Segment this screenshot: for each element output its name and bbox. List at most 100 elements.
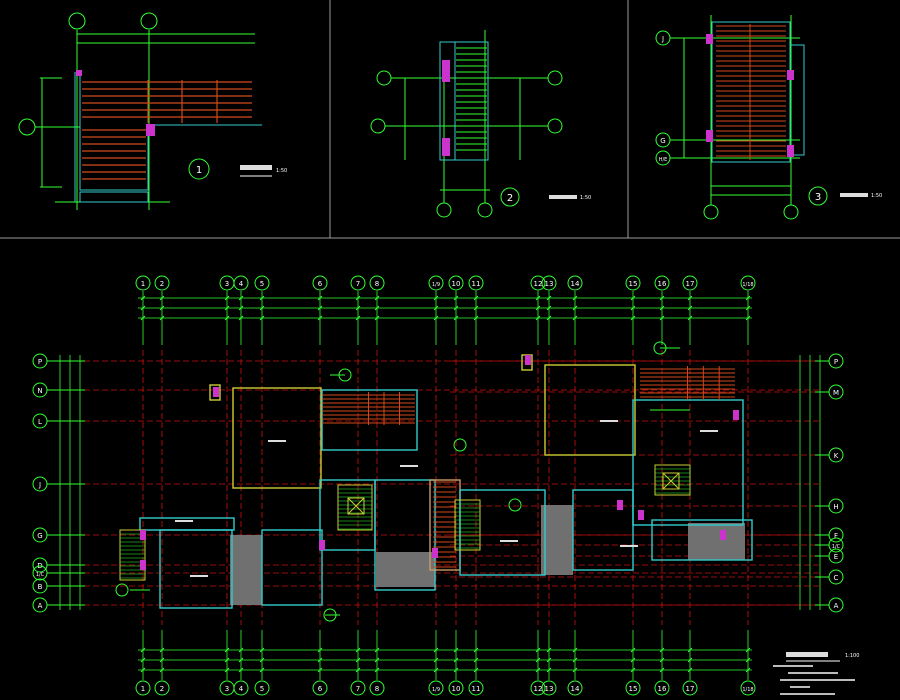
axis-label-column: 12 bbox=[534, 280, 543, 288]
axis-label-column: 4 bbox=[239, 685, 244, 693]
column-marker bbox=[720, 530, 726, 540]
column-marker bbox=[638, 510, 644, 520]
axis-label-row: 1/C bbox=[36, 572, 45, 578]
wall bbox=[209, 384, 221, 401]
stair bbox=[119, 529, 146, 581]
axis-label-row: P bbox=[834, 358, 838, 366]
axis-label-row: N bbox=[37, 387, 42, 395]
axis-label: G bbox=[660, 137, 665, 145]
room-label bbox=[600, 420, 618, 422]
axis-label-column: 7 bbox=[356, 280, 360, 288]
axis-bubble bbox=[530, 680, 546, 696]
detail-number: 3 bbox=[815, 192, 821, 203]
detail-scale: 1:50 bbox=[871, 193, 882, 199]
axis-bubble bbox=[312, 275, 328, 291]
column-marker bbox=[213, 387, 219, 397]
column-marker bbox=[140, 560, 146, 570]
axis-label-column: 17 bbox=[686, 280, 695, 288]
axis-bubble bbox=[468, 275, 484, 291]
column-marker bbox=[617, 500, 623, 510]
room-label bbox=[190, 575, 208, 577]
axis-bubble bbox=[682, 680, 698, 696]
axis-bubble bbox=[254, 680, 270, 696]
axis-label-row: B bbox=[38, 583, 43, 591]
axis-label-column: 17 bbox=[686, 685, 695, 693]
axis-label-column: 2 bbox=[160, 280, 164, 288]
axis-label-row: F bbox=[834, 532, 838, 540]
axis-label-column: 7 bbox=[356, 685, 360, 693]
axis-label-column: 15 bbox=[629, 685, 638, 693]
detail-number: 1 bbox=[196, 165, 202, 176]
axis-label-column: 5 bbox=[260, 685, 264, 693]
sheet-frames bbox=[0, 0, 900, 239]
room-label bbox=[268, 440, 286, 442]
axis-bubble bbox=[682, 275, 698, 291]
detail-1-callout: 1 1:50 bbox=[188, 158, 287, 180]
axis-label-column: 11 bbox=[472, 280, 481, 288]
axis-label-column: 6 bbox=[318, 685, 323, 693]
axis-bubble bbox=[254, 275, 270, 291]
axis-bubble bbox=[654, 680, 670, 696]
axis-label-column: 8 bbox=[375, 280, 379, 288]
detail-1-deck-plan: 1 1:50 bbox=[18, 12, 287, 210]
axis-bubble bbox=[350, 275, 366, 291]
detail-scale: 1:50 bbox=[276, 168, 287, 174]
axis-label-column: 3 bbox=[225, 280, 229, 288]
wall bbox=[459, 489, 546, 576]
axis-bubble bbox=[740, 275, 756, 291]
axis-label-row: G bbox=[37, 532, 42, 540]
axis-label-row: M bbox=[833, 389, 839, 397]
axis-label-column: 11 bbox=[472, 685, 481, 693]
room-label bbox=[400, 465, 418, 467]
elevator-shaft bbox=[662, 472, 680, 490]
axis-label-column: 16 bbox=[658, 685, 667, 693]
axis-bubble bbox=[233, 275, 249, 291]
room-label bbox=[500, 540, 518, 542]
detail-scale: 1:50 bbox=[580, 195, 591, 201]
wall bbox=[321, 389, 418, 451]
axis-label-row: C bbox=[834, 574, 839, 582]
axis-label-column: 16 bbox=[658, 280, 667, 288]
core-fill bbox=[688, 523, 745, 560]
elevator-cross bbox=[347, 497, 365, 515]
room-label bbox=[700, 430, 718, 432]
axis-label-column: 10 bbox=[452, 280, 461, 288]
axis-label-row: 1/C bbox=[832, 544, 841, 550]
callout-bubble bbox=[653, 341, 667, 355]
stair bbox=[654, 464, 691, 496]
axis-bubble bbox=[448, 275, 464, 291]
axis-label-column: 1 bbox=[141, 280, 145, 288]
stair bbox=[454, 499, 481, 551]
axis-label-column: 1/9 bbox=[432, 282, 440, 288]
main-plan-title: 1:100 bbox=[773, 652, 859, 695]
callout-bubble bbox=[115, 583, 129, 597]
axis-label: J bbox=[661, 35, 664, 43]
axis-bubble bbox=[233, 680, 249, 696]
axis-bubble bbox=[541, 275, 557, 291]
axis-bubble bbox=[428, 680, 444, 696]
axis-bubble bbox=[312, 680, 328, 696]
axis-label-column: 14 bbox=[571, 280, 580, 288]
wall bbox=[651, 519, 753, 561]
axis-bubble bbox=[625, 275, 641, 291]
axis-bubble bbox=[740, 680, 756, 696]
axis-label-column: 6 bbox=[318, 280, 323, 288]
axis-bubble bbox=[567, 680, 583, 696]
column-marker bbox=[319, 540, 325, 550]
axis-bubble bbox=[369, 275, 385, 291]
axis-bubble bbox=[567, 275, 583, 291]
wall bbox=[232, 387, 322, 489]
wall bbox=[139, 517, 235, 531]
wall bbox=[572, 489, 634, 571]
column-marker bbox=[432, 548, 438, 558]
axis-bubble bbox=[654, 275, 670, 291]
axis-label-column: 2 bbox=[160, 685, 164, 693]
axis-label-column: 15 bbox=[629, 280, 638, 288]
axis-label-row: H bbox=[833, 503, 838, 511]
axis-label-column: 13 bbox=[545, 280, 554, 288]
axis-label-column: 14 bbox=[571, 685, 580, 693]
axis-bubble bbox=[468, 680, 484, 696]
wall bbox=[261, 529, 323, 606]
axis-label-column: 3 bbox=[225, 685, 229, 693]
